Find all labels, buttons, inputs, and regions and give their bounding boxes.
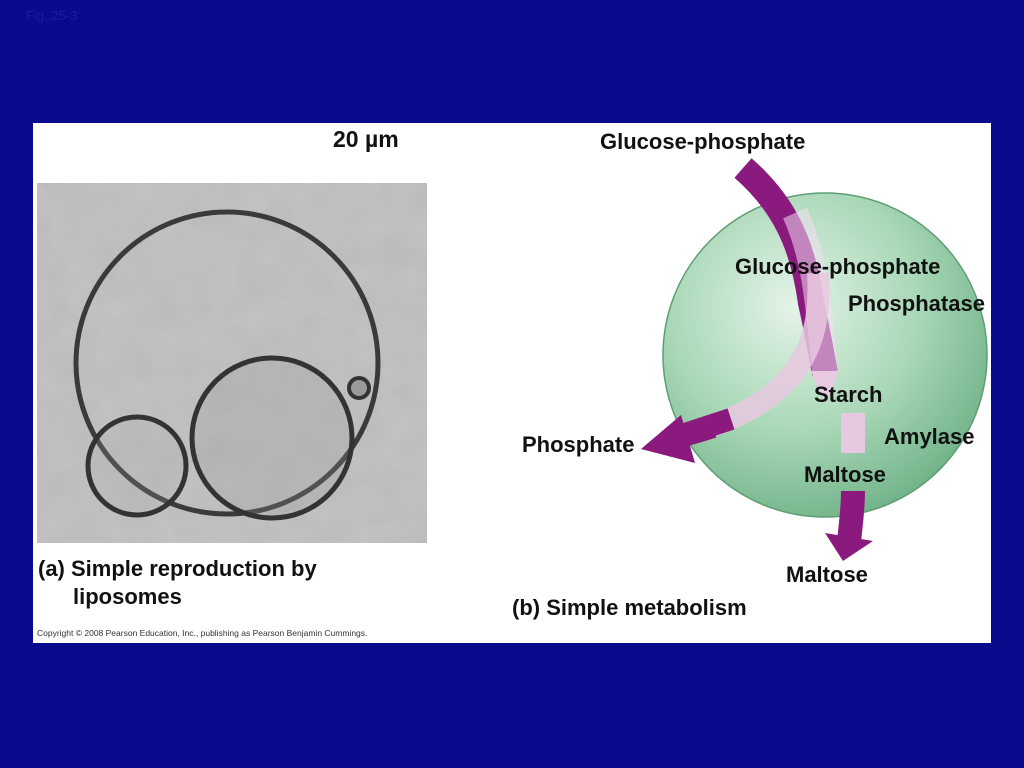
label-starch: Starch <box>814 382 882 407</box>
starch-arrowhead <box>811 371 839 403</box>
label-maltose-outside: Maltose <box>786 562 868 587</box>
label-amylase: Amylase <box>884 424 975 449</box>
maltose-arrow <box>837 490 865 543</box>
label-glucose-phosphate-inside: Glucose-phosphate <box>735 254 940 279</box>
scale-bar-label: 20 µm <box>333 126 399 152</box>
label-phosphatase: Phosphatase <box>848 291 985 316</box>
tiny-vesicle <box>347 376 371 400</box>
medium-liposome <box>189 355 355 521</box>
caption-a-line1: (a) Simple reproduction by <box>38 556 317 581</box>
amylase-arrow <box>841 413 865 453</box>
phosphate-arrowhead <box>641 415 695 463</box>
caption-a-line2: liposomes <box>73 584 182 609</box>
caption-b: (b) Simple metabolism <box>512 595 747 620</box>
copyright-notice: Copyright © 2008 Pearson Education, Inc.… <box>37 628 368 638</box>
label-maltose-inside: Maltose <box>804 462 886 487</box>
maltose-arrowhead <box>825 533 873 561</box>
figure-panel: 20 µm (a) Simple reproduction by liposom… <box>33 123 991 643</box>
liposome-micrograph <box>37 183 427 543</box>
figure-label: Fig. 25-3 <box>26 8 78 23</box>
small-liposome <box>85 414 189 518</box>
large-liposome <box>73 209 381 517</box>
metabolism-diagram: Glucose-phosphate Glucose-phosphate Phos… <box>522 129 988 587</box>
label-glucose-phosphate-outside: Glucose-phosphate <box>600 129 805 154</box>
label-phosphate: Phosphate <box>522 432 634 457</box>
